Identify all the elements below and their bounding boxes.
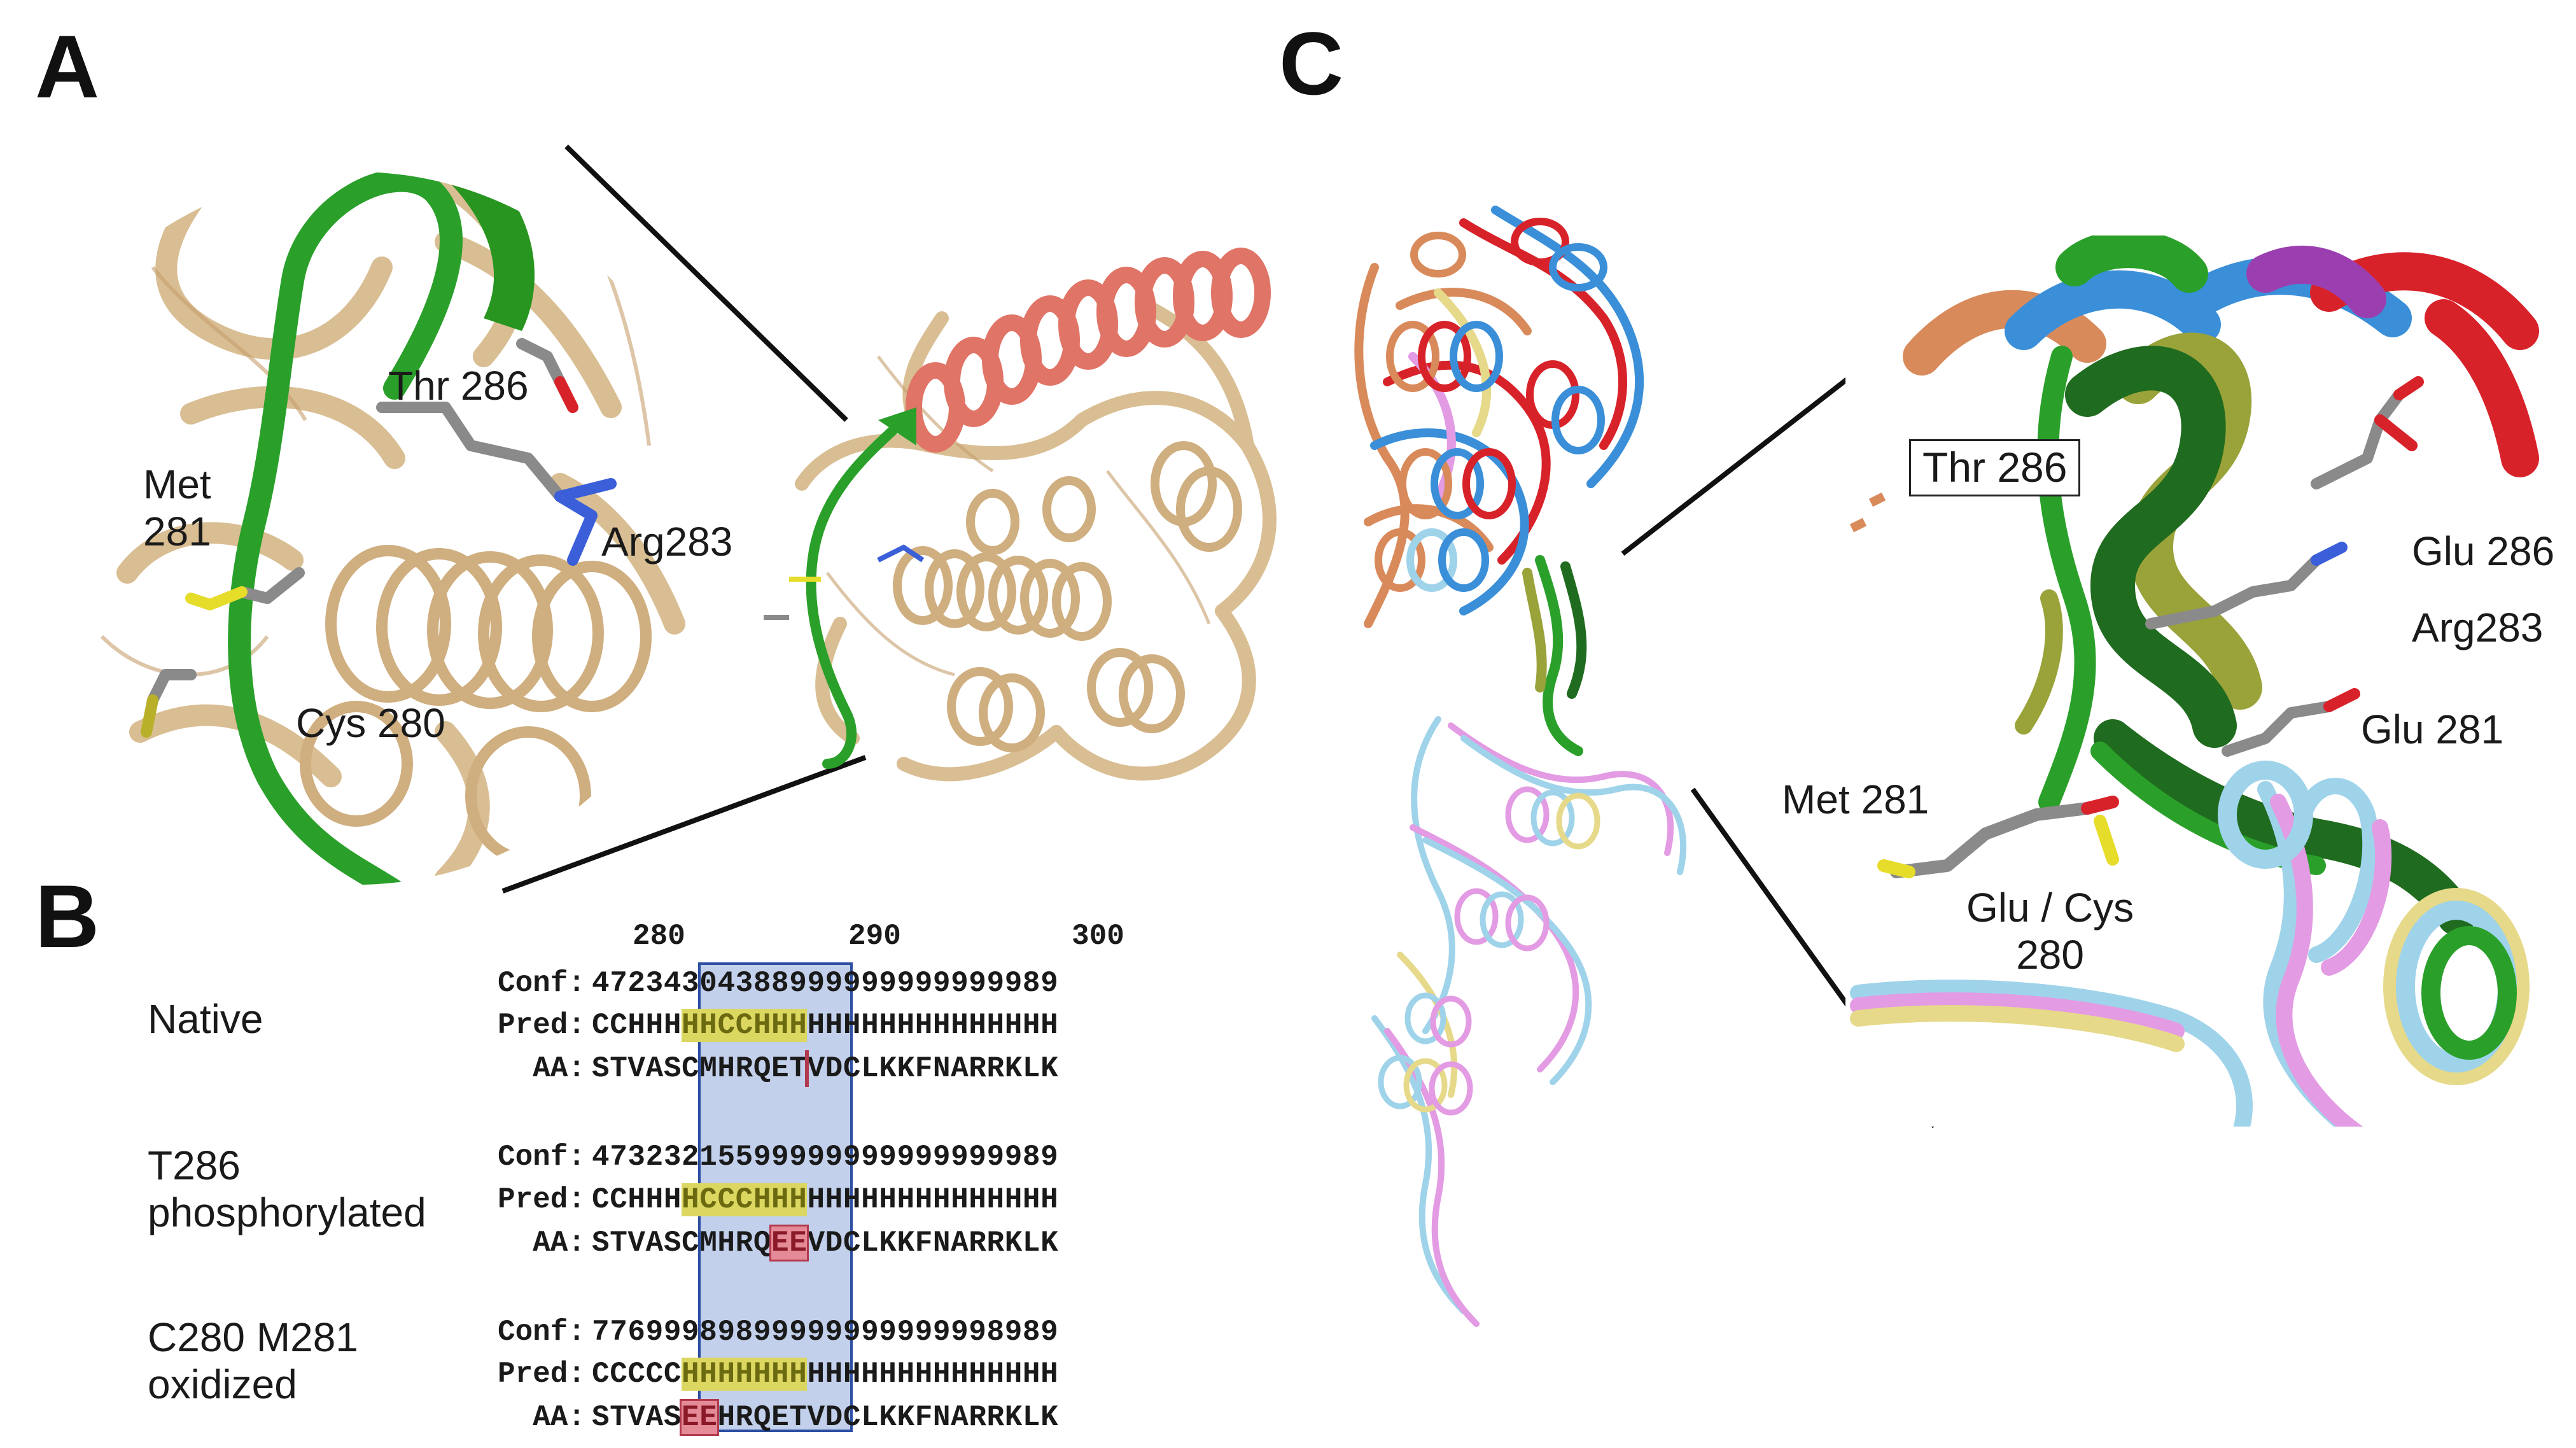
seq-aa-native: STVASCMHRQETVDCLKKFNARRKLK: [592, 1052, 1059, 1085]
row-label-conf: Conf:: [497, 1141, 585, 1174]
residue-sticks: [1877, 376, 2424, 878]
panel-a-zoom-view: [0, 172, 713, 885]
row-label-pred: Pred:: [497, 1183, 585, 1216]
zoom-connector-line: [564, 144, 848, 422]
label-met281: Met 281: [143, 461, 211, 554]
row-label-aa: AA:: [533, 1052, 585, 1085]
panel-a-overview-protein: [764, 248, 1277, 782]
panel-letter-c: C: [1279, 13, 1344, 113]
panel-c-superposed-structures: [1354, 206, 1687, 1327]
label-glu281: Glu 281: [2361, 706, 2504, 752]
seq-conf-c280m281: 77699989899999999999998989: [592, 1316, 1059, 1349]
seq-conf-native: 47234304388999999999999989: [592, 967, 1059, 1000]
panel-c-zoom-view: [1845, 235, 2565, 1127]
group-name-c280m281: C280 M281 oxidized: [148, 1314, 358, 1407]
salmon-helix: [906, 248, 1271, 453]
label-glu286: Glu 286: [2412, 528, 2555, 574]
seq-pred-c280m281: CCCCCHHHHHHHHHHHHHHHHHHHHH: [592, 1358, 1059, 1391]
seq-pred-native: CCHHHHHCCHHHHHHHHHHHHHHHHH: [592, 1009, 1059, 1042]
tick-300: 300: [1072, 920, 1124, 953]
label-cys280: Cys 280: [296, 700, 445, 746]
label-thr286-boxed: Thr 286: [1909, 439, 2081, 496]
seq-pred-t286: CCHHHHCCCHHHHHHHHHHHHHHHHH: [592, 1183, 1059, 1216]
zoom-connector-line: [501, 755, 867, 894]
label-glu-cys280: Glu / Cys 280: [1966, 885, 2134, 978]
row-label-pred: Pred:: [497, 1009, 585, 1042]
row-label-pred: Pred:: [497, 1358, 585, 1391]
label-met281: Met 281: [1782, 777, 1929, 822]
seq-conf-t286: 47323215599999999999999989: [592, 1141, 1059, 1174]
green-segment: [806, 415, 909, 769]
row-label-conf: Conf:: [497, 967, 585, 1000]
panel-letter-b: B: [35, 866, 100, 966]
group-name-native: Native: [148, 996, 263, 1042]
label-arg283: Arg283: [2412, 605, 2544, 650]
group-name-t286: T286 phosphorylated: [148, 1142, 426, 1235]
green-loop-ribbon: [228, 172, 463, 885]
panel-letter-a: A: [35, 17, 100, 116]
row-label-aa: AA:: [533, 1227, 585, 1260]
label-thr286: Thr 286: [388, 363, 529, 409]
seq-aa-c280m281: STVASEEHRQETVDCLKKFNARRKLK: [592, 1399, 1059, 1436]
tick-280: 280: [633, 920, 685, 953]
tick-290: 290: [848, 920, 901, 953]
residue-sticks: [141, 338, 617, 738]
label-arg283: Arg283: [601, 519, 733, 565]
row-label-aa: AA:: [533, 1401, 585, 1434]
row-label-conf: Conf:: [497, 1316, 585, 1349]
seq-aa-t286: STVASCMHRQEEVDCLKKFNARRKLK: [592, 1225, 1059, 1262]
